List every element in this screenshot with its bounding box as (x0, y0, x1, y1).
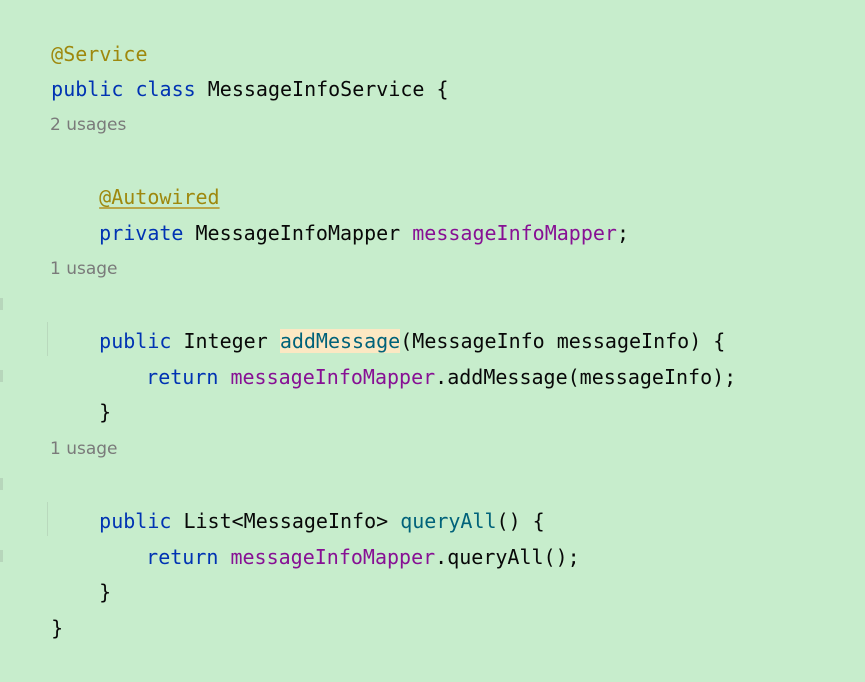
code-line[interactable]: } (51, 538, 111, 604)
usages-hint[interactable]: 1 usage (50, 439, 118, 459)
type-name[interactable]: MessageInfoMapper (195, 221, 401, 245)
parameters[interactable]: () { (496, 509, 545, 533)
annotation-autowired[interactable]: @Autowired (99, 185, 220, 209)
field-name[interactable]: messageInfoMapper (412, 221, 617, 245)
keyword: public (99, 509, 172, 533)
code-line[interactable]: return messageInfoMapper.addMessage(mess… (98, 323, 736, 389)
method-name[interactable]: queryAll (400, 509, 497, 533)
type-name[interactable]: List<MessageInfo> (183, 509, 389, 533)
code-editor[interactable]: @Service public class MessageInfoService… (0, 0, 865, 640)
code-line[interactable]: public List<MessageInfo> queryAll() { (51, 467, 545, 533)
semicolon: ; (616, 221, 630, 245)
code-line[interactable]: @Autowired (51, 143, 219, 209)
fold-marker[interactable] (0, 298, 3, 310)
keyword: return (146, 365, 219, 389)
brace: { (436, 77, 449, 101)
keyword: return (146, 545, 219, 569)
type-name[interactable]: Integer (183, 329, 268, 353)
code-line[interactable]: public Integer addMessage(MessageInfo me… (51, 287, 725, 353)
brace: } (51, 616, 64, 640)
method-call[interactable]: .queryAll(); (435, 545, 580, 569)
parameters[interactable]: (MessageInfo messageInfo) { (400, 329, 726, 353)
code-line[interactable]: } (3, 574, 63, 640)
method-call[interactable]: .addMessage(messageInfo); (435, 365, 737, 389)
fold-marker[interactable] (0, 370, 3, 382)
annotation-service[interactable]: @Service (51, 42, 148, 66)
class-name[interactable]: MessageInfoService (207, 77, 425, 101)
method-name[interactable]: addMessage (279, 329, 401, 353)
usages-hint[interactable]: 2 usages (50, 115, 127, 135)
code-line[interactable]: return messageInfoMapper.queryAll(); (98, 503, 580, 569)
brace: } (99, 400, 112, 424)
field-name[interactable]: messageInfoMapper (230, 545, 436, 569)
code-line[interactable]: } (51, 358, 111, 424)
indent-guide (47, 322, 48, 356)
code-line[interactable]: public class MessageInfoService { (3, 35, 448, 101)
keyword: public (99, 329, 172, 353)
code-line[interactable]: private MessageInfoMapper messageInfoMap… (51, 179, 629, 245)
indent-guide (47, 502, 48, 536)
brace: } (99, 580, 112, 604)
usages-hint[interactable]: 1 usage (50, 259, 118, 279)
keyword: public (51, 77, 124, 101)
fold-marker[interactable] (0, 478, 3, 490)
field-name[interactable]: messageInfoMapper (230, 365, 436, 389)
code-line[interactable]: @Service (3, 0, 147, 66)
fold-marker[interactable] (0, 550, 3, 562)
keyword: private (99, 221, 184, 245)
keyword: class (135, 77, 196, 101)
